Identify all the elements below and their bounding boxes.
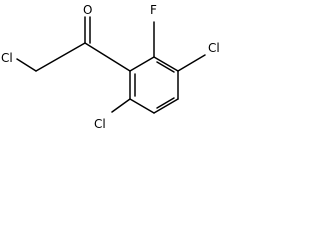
bond-cl-ch2 xyxy=(16,58,37,72)
atom-label-chlorine-ring-bottom: Cl xyxy=(94,117,106,131)
structure-svg: O F Cl Cl Cl xyxy=(1,3,220,131)
bond-carbonyl-ring xyxy=(84,42,131,72)
bond-ring-c4-c5 xyxy=(153,98,179,114)
atom-label-fluorine: F xyxy=(150,3,157,17)
bond-ring-c1-c2 xyxy=(129,56,155,72)
atom-label-chlorine-ring-right: Cl xyxy=(208,41,220,55)
molecule-drawing: O F Cl Cl Cl xyxy=(0,0,234,138)
bond-ring-c2-c3-inner xyxy=(156,61,175,73)
atom-label-chlorine-chain: Cl xyxy=(1,51,13,65)
bond-ring-cl-bottom xyxy=(111,98,131,113)
bond-ring-c5-c6 xyxy=(129,98,155,114)
bond-ring-c2-c3 xyxy=(153,56,179,72)
atom-label-oxygen: O xyxy=(83,3,92,17)
bond-ring-cl-right xyxy=(177,54,206,72)
bond-ch2-carbonyl xyxy=(35,42,86,72)
bond-ring-c4-c5-inner xyxy=(156,97,175,109)
